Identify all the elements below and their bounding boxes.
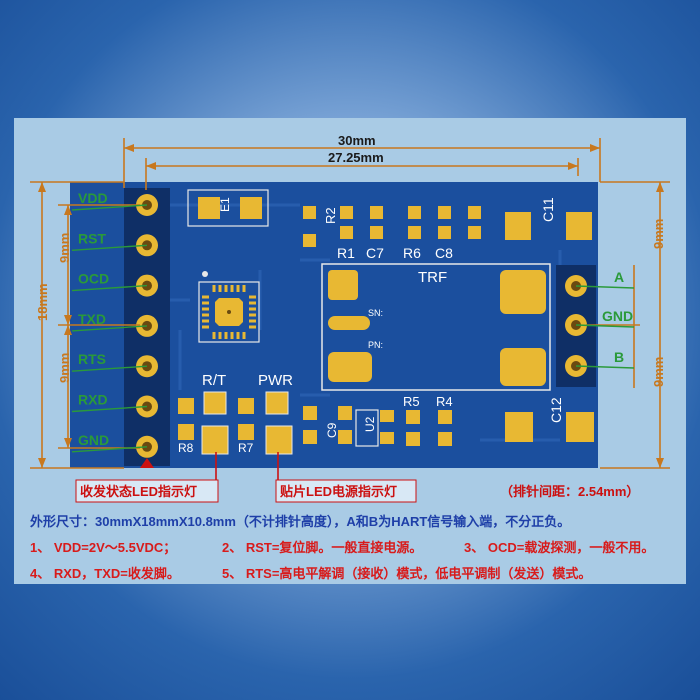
label-r5: R5 — [403, 394, 420, 409]
left-pin-label: RST — [78, 230, 106, 246]
dim-right-bottom-label: 9mm — [651, 357, 666, 387]
top-pad-array — [303, 206, 481, 247]
lower-pad-array: R5 R4 C9 U2 — [303, 394, 453, 447]
left-pin-leader — [71, 325, 148, 332]
note-ocd: 3、 OCD=载波探测，一般不用。 — [464, 540, 654, 555]
notes: 外形尺寸：30mmX18mmX10.8mm（不计排针高度），A和B为HART信号… — [29, 514, 654, 581]
e1-component: E1 — [187, 189, 269, 227]
label-pwr: PWR — [258, 372, 293, 389]
note-rst: 2、 RST=复位脚。一般直接电源。 — [222, 540, 422, 555]
label-c11: C11 — [540, 197, 556, 222]
right-pin-leader — [575, 324, 635, 328]
label-trf: TRF — [418, 269, 447, 286]
label-u2: U2 — [363, 416, 377, 432]
dim-inner-width-label: 27.25mm — [328, 150, 384, 165]
right-pin-leader — [575, 285, 635, 289]
gnd-marker — [140, 458, 154, 468]
right-pin-label: B — [614, 349, 624, 365]
left-pin-label: RXD — [78, 392, 108, 408]
left-pin-leader — [71, 405, 148, 413]
label-r7: R7 — [238, 441, 254, 455]
label-c9: C9 — [325, 422, 339, 438]
c12-capacitor: C12 — [505, 397, 594, 442]
left-pin-label: VDD — [78, 190, 108, 206]
label-r2: R2 — [323, 207, 338, 224]
callout-power-led: 贴片LED电源指示灯 — [280, 484, 397, 499]
right-pin-holes — [565, 275, 587, 377]
left-pin-label: GND — [78, 432, 109, 448]
label-sn: SN: — [368, 308, 383, 318]
label-e1: E1 — [218, 197, 232, 212]
label-c12: C12 — [548, 397, 564, 423]
dim-width-label: 30mm — [338, 133, 376, 148]
right-pin-leader — [575, 365, 635, 369]
label-r6: R6 — [403, 245, 421, 261]
qfn-chip — [198, 271, 260, 343]
label-r4: R4 — [436, 394, 453, 409]
note-rts: 5、 RTS=高电平解调（接收）模式，低电平调制（发送）模式。 — [222, 566, 591, 581]
left-pin-leader — [71, 244, 148, 251]
right-pin-label: A — [614, 269, 624, 285]
note-vdd: 1、 VDD=2V～5.5VDC； — [30, 540, 176, 556]
label-c8: C8 — [435, 245, 453, 261]
trf-transformer: TRF SN: PN: — [321, 263, 551, 391]
left-pin-leader — [71, 446, 148, 453]
dim-height-label: 18mm — [35, 283, 50, 321]
label-rt: R/T — [202, 372, 226, 389]
led-area: R/T PWR R8 R7 — [178, 372, 293, 455]
label-r8: R8 — [178, 441, 194, 455]
dim-left-top-label: 9mm — [57, 233, 72, 263]
callout-status-led: 收发状态LED指示灯 — [80, 484, 197, 499]
note-size: 外形尺寸：30mmX18mmX10.8mm（不计排针高度），A和B为HART信号… — [29, 514, 570, 529]
label-c7: C7 — [366, 245, 384, 261]
left-pin-leader — [71, 204, 148, 211]
label-r1: R1 — [337, 245, 355, 261]
left-pin-labels: VDD RST OCD TXD RTS RXD GND — [71, 190, 148, 453]
left-pin-label: OCD — [78, 271, 109, 287]
right-pin-labels: A GND B — [575, 269, 635, 369]
left-pin-label: TXD — [78, 311, 106, 327]
left-pin-label: RTS — [78, 351, 106, 367]
dim-right-top-label: 9mm — [651, 219, 666, 249]
left-pin-leader — [71, 365, 148, 372]
callouts: 收发状态LED指示灯 贴片LED电源指示灯 （排针间距：2.54mm） — [75, 452, 639, 503]
dim-left-bottom-label: 9mm — [57, 353, 72, 383]
c11-capacitor: C11 — [505, 197, 592, 240]
label-pn: PN: — [368, 340, 383, 350]
right-pin-label: GND — [602, 308, 633, 324]
left-pin-leader — [71, 284, 148, 292]
note-rxd-txd: 4、 RXD，TXD=收发脚。 — [30, 566, 180, 581]
callout-pin-pitch: （排针间距：2.54mm） — [500, 484, 639, 499]
